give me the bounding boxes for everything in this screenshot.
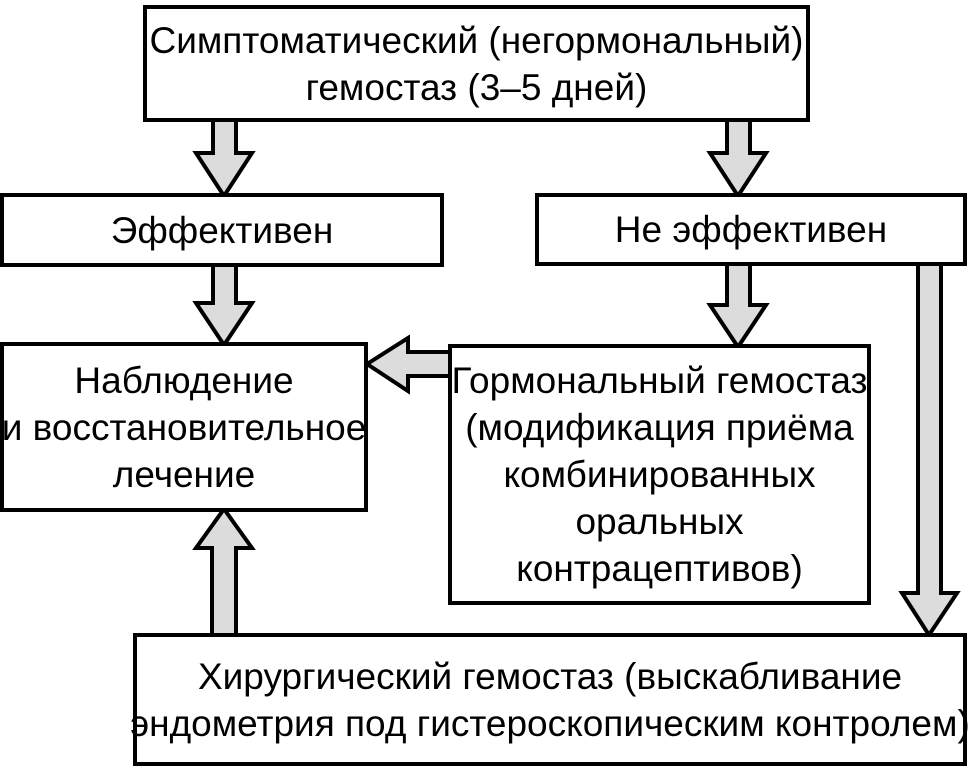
box-observation-treatment-text: Наблюдение и восстановительное лечение [1, 359, 367, 495]
box-not-effective-text: Не эффективен [614, 209, 888, 250]
arrow-effective-to-observation [192, 262, 256, 349]
box-hormonal-hemostasis-text: Гормональный гемостаз (модификация приём… [451, 360, 868, 589]
box-symptomatic-hemostasis-text: Симптоматический (негормональный) гемост… [149, 19, 804, 108]
box-effective-text: Эффективен [110, 209, 334, 251]
box-not-effective: Не эффективен [535, 193, 967, 266]
box-surgical-hemostasis-text: Хирургический гемостаз (выскабливание эн… [130, 655, 970, 744]
box-hormonal-hemostasis: Гормональный гемостаз (модификация приём… [448, 344, 871, 605]
box-observation-treatment: Наблюдение и восстановительное лечение [0, 342, 368, 512]
box-symptomatic-hemostasis: Симптоматический (негормональный) гемост… [143, 5, 810, 122]
arrow-not-effective-to-hormonal [706, 262, 770, 351]
box-surgical-hemostasis: Хирургический гемостаз (выскабливание эн… [130, 633, 970, 766]
arrow-not-effective-to-surgical [898, 262, 961, 639]
arrow-symptomatic-to-effective [192, 118, 256, 200]
box-effective: Эффективен [0, 193, 444, 267]
arrow-symptomatic-to-not-effective [706, 118, 770, 200]
arrow-hormonal-to-observation [363, 334, 452, 395]
arrow-surgical-to-observation [192, 505, 256, 639]
